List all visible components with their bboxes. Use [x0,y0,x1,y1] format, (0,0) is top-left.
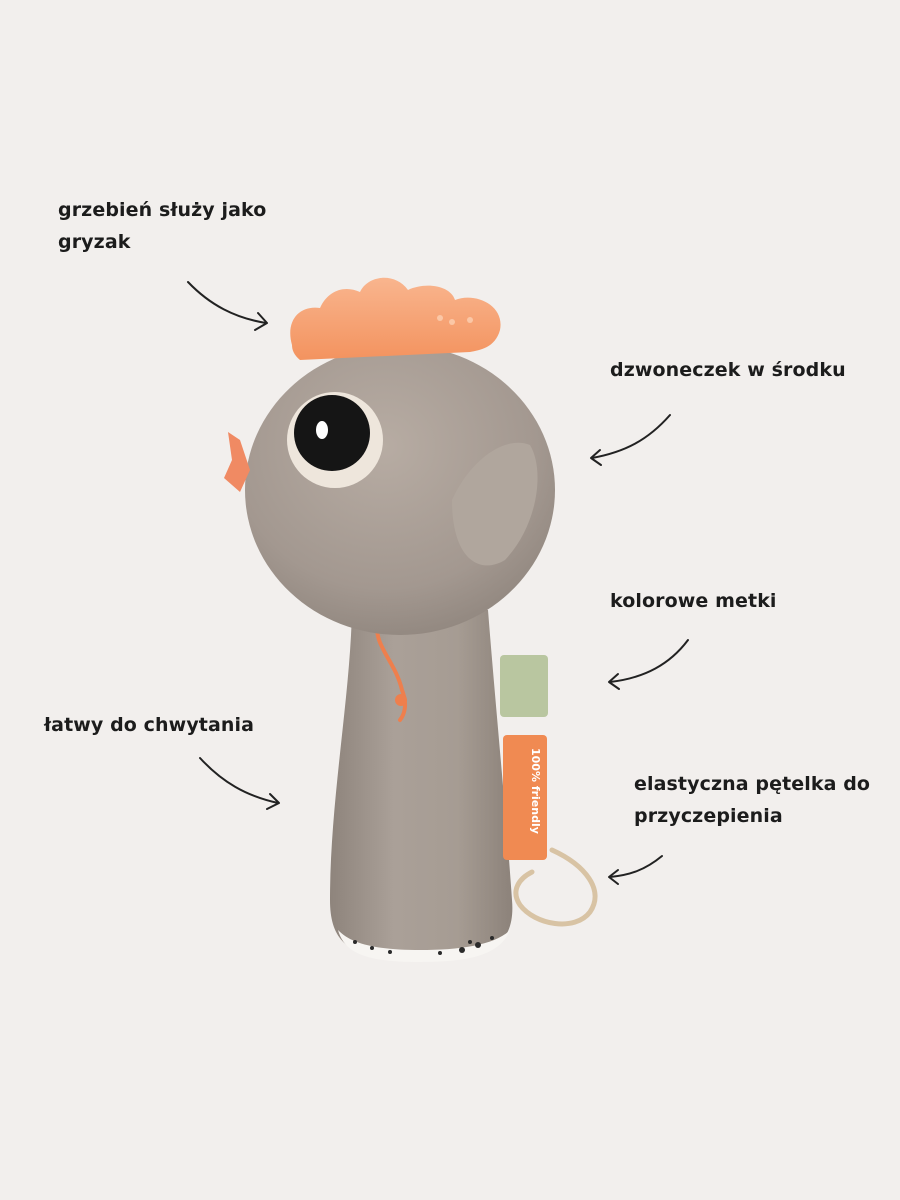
arrow-icon [608,639,689,690]
dotted-base [338,930,510,962]
arrow-icon [608,855,663,885]
callout-text: kolorowe metki [610,590,777,612]
callout-elastic-loop: elastyczna pętelka do przyczepienia [634,768,894,832]
eye [294,395,370,471]
callout-colorful-tags: kolorowe metki [610,585,870,617]
handle-body [330,610,513,958]
callout-text: przyczepienia [634,805,783,827]
callout-easy-grip: łatwy do chwytania [44,709,304,741]
green-ribbon-tag [500,655,548,717]
callout-bell-inside: dzwoneczek w środku [610,354,890,386]
callout-text: dzwoneczek w środku [610,359,846,381]
callout-text: gryzak [58,231,131,253]
callout-text: grzebień służy jako [58,199,267,221]
orange-cord [375,618,408,722]
tag-label-text: 100% friendly [529,748,542,834]
arrow-icon [187,281,268,331]
callout-text: elastyczna pętelka do [634,773,871,795]
elastic-loop [513,847,598,927]
wing [452,442,538,566]
arrow-icon [199,757,280,810]
crest-teether [290,277,501,360]
callout-text: łatwy do chwytania [44,714,255,736]
callout-crest-teether: grzebień służy jako gryzak [58,194,318,258]
orange-label-tag [503,735,547,860]
beak [224,432,250,492]
arrow-icon [590,414,671,466]
